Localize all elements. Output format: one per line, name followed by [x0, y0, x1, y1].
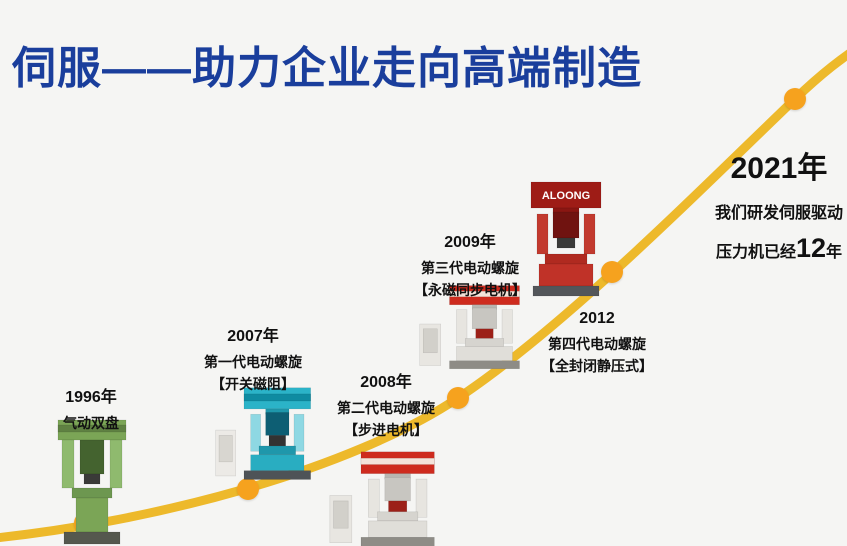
milestone-2021: 2021年 我们研发伺服驱动 压力机已经12年 — [715, 143, 843, 264]
timeline-dot-2009 — [447, 387, 469, 409]
press-machine-2008 — [329, 451, 435, 546]
endpoint-line2-suffix: 年 — [826, 244, 843, 261]
milestone-1996: 1996年 气动双盘 — [63, 383, 119, 434]
milestone-line1: 第二代电动螺旋 — [337, 400, 435, 416]
press-machine-1996 — [57, 419, 127, 545]
milestone-line2: 【全封闭静压式】 — [541, 358, 653, 374]
milestone-2009: 2009年 第三代电动螺旋 【永磁同步电机】 — [414, 228, 526, 301]
milestone-2007: 2007年 第一代电动螺旋 【开关磁阻】 — [204, 322, 302, 395]
press-brand-label: ALOONG — [542, 190, 590, 202]
endpoint-line2: 压力机已经12年 — [715, 233, 843, 264]
milestone-line1: 第三代电动螺旋 — [421, 260, 519, 276]
press-machine-2009 — [419, 285, 520, 370]
press-machine-2007 — [215, 387, 311, 480]
milestone-2008: 2008年 第二代电动螺旋 【步进电机】 — [337, 368, 435, 441]
milestone-line1: 气动双盘 — [63, 415, 119, 431]
milestone-2012: 2012 第四代电动螺旋 【全封闭静压式】 — [541, 310, 653, 377]
milestone-year: 2009年 — [444, 234, 496, 251]
milestone-year: 2007年 — [227, 328, 279, 345]
milestone-line2: 【开关磁阻】 — [211, 376, 295, 392]
timeline-dot-2008 — [237, 478, 259, 500]
endpoint-year: 2021年 — [730, 152, 828, 185]
milestone-line2: 【永磁同步电机】 — [414, 282, 526, 298]
milestone-year: 2012 — [579, 310, 615, 327]
milestone-line1: 第四代电动螺旋 — [548, 336, 646, 352]
timeline-dot-2021 — [784, 88, 806, 110]
milestone-year: 2008年 — [360, 374, 412, 391]
endpoint-line1: 我们研发伺服驱动 — [714, 205, 844, 222]
milestone-line2: 【步进电机】 — [344, 422, 428, 438]
milestone-line1: 第一代电动螺旋 — [204, 354, 302, 370]
endpoint-line2-prefix: 压力机已经 — [715, 244, 796, 261]
milestone-year: 1996年 — [65, 389, 117, 406]
press-machine-2012: ALOONG — [530, 181, 602, 297]
page-title: 伺服——助力企业走向高端制造 — [12, 44, 642, 93]
timeline-dot-2012 — [601, 261, 623, 283]
endpoint-years-count: 12 — [795, 233, 827, 263]
